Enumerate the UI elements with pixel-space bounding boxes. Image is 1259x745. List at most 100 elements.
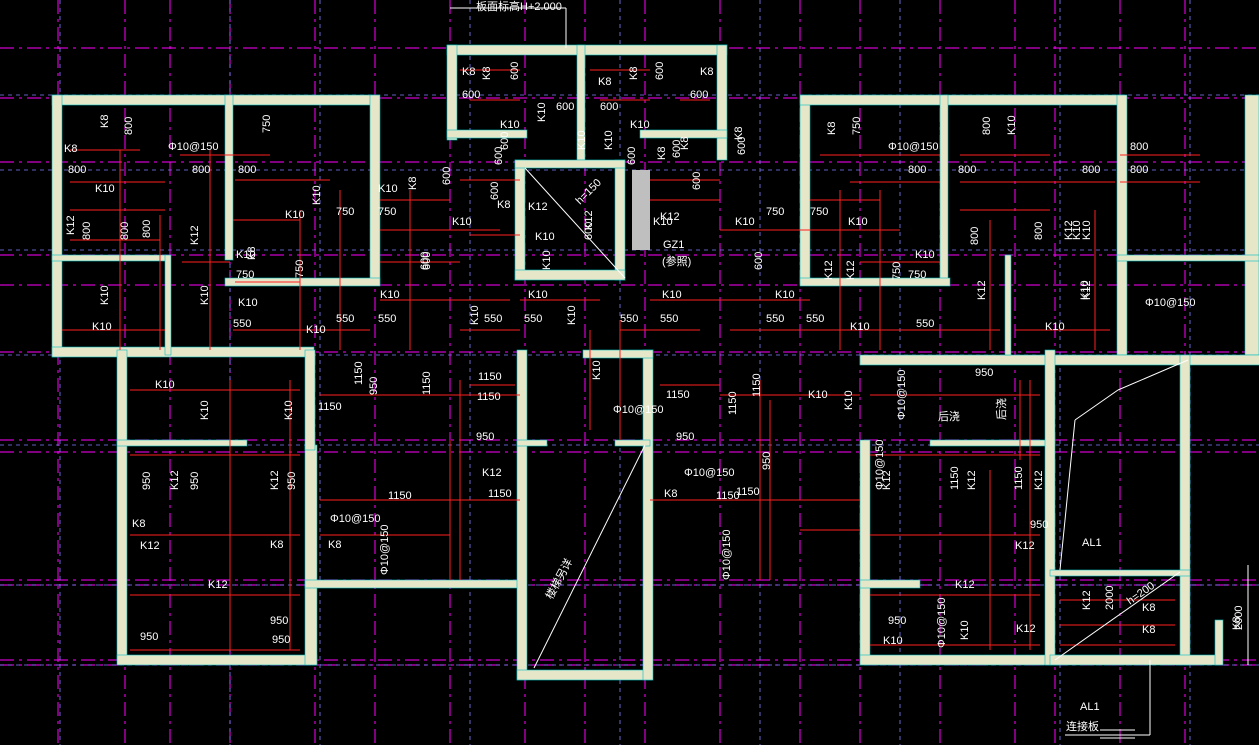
rebar-label: 950	[189, 472, 201, 490]
rebar-label: K8	[700, 66, 713, 78]
rebar-label: 950	[141, 472, 153, 490]
rebar-label: 750	[766, 206, 784, 218]
rebar-label: 600	[489, 182, 501, 200]
rebar-label: K12	[845, 260, 857, 280]
rebar-label: K10	[99, 285, 111, 305]
rebar-label: K10	[735, 216, 755, 228]
rebar-label: K8	[628, 67, 640, 80]
rebar-label: 600	[736, 137, 748, 155]
rebar-label: Φ10@150	[896, 369, 908, 420]
rebar-label: K8	[246, 247, 258, 260]
rebar-label: 600	[421, 252, 433, 270]
rebar-label: K10	[236, 249, 256, 261]
rebar-label: K10	[850, 321, 870, 333]
rebar-label: K10	[500, 119, 520, 131]
rebar-label: 800	[958, 164, 976, 176]
rebar-label: K8	[656, 147, 668, 160]
rebar-label: 1150	[727, 391, 739, 415]
rebar-label: K10	[469, 305, 481, 325]
rebar-label: K8	[328, 539, 341, 551]
rebar-label: K8	[598, 76, 611, 88]
rebar-label: 1150	[488, 488, 512, 500]
rebar-label: 1150	[353, 361, 365, 385]
rebar-label: 550	[336, 313, 354, 325]
rebar-label: K10	[653, 216, 673, 228]
rebar-label: K10	[528, 289, 548, 301]
rebar-label: 2000	[1104, 586, 1116, 610]
rebar-label: K12	[660, 211, 680, 223]
rebar-label: K10	[1071, 220, 1083, 240]
rebar-label: 600	[509, 62, 521, 80]
rebar-label: 后浇	[995, 398, 1008, 420]
rebar-label: K12	[823, 260, 835, 280]
rebar-label: Φ10@150	[1145, 297, 1196, 309]
rebar-label: K12	[976, 280, 988, 300]
rebar-label: K10	[843, 390, 855, 410]
rebar-label: 800	[908, 164, 926, 176]
walls	[51, 44, 1259, 681]
rebar-label: K10	[603, 130, 615, 150]
rebar-label: K12	[528, 201, 548, 213]
rebar-label: 550	[233, 318, 251, 330]
rebar-label: 1150	[666, 389, 690, 401]
rebar-label: 600	[441, 167, 453, 185]
rebar-label: K10	[378, 183, 398, 195]
rebar-label: 1150	[477, 391, 501, 403]
rebar-label: K8	[462, 66, 475, 78]
rebar-label: K10	[1006, 115, 1018, 135]
rebar-label: 1150	[751, 373, 763, 397]
rebar-label: K10	[848, 216, 868, 228]
rebar-label: 800	[192, 164, 210, 176]
rebar-label: Φ10@150	[379, 524, 391, 575]
rebar-label: K10	[591, 360, 603, 380]
al1-label-bottom: AL1	[1080, 701, 1100, 713]
rebar-label: K12	[583, 210, 595, 230]
rebar-label: K8	[132, 518, 145, 530]
rebar-label: 600	[493, 147, 505, 165]
rebar-label: K10	[199, 400, 211, 420]
rebar-label: K10	[238, 297, 258, 309]
rebar-label: 950	[761, 452, 773, 470]
rebar-label: K8	[497, 199, 510, 211]
rebar-label: K8	[481, 67, 493, 80]
rebar-label: 1150	[318, 401, 342, 413]
rebar-label: 950	[368, 377, 380, 395]
rebar-label: K8	[64, 143, 77, 155]
rebar-label: Φ10@150	[936, 597, 948, 648]
rebar-label: K10	[1079, 280, 1091, 300]
rebar-label: K10	[566, 305, 578, 325]
rebar-label: K10	[283, 400, 295, 420]
rebar-label: K12	[881, 470, 893, 490]
rebar-label: 800	[969, 227, 981, 245]
rebar-label: K8	[679, 137, 691, 150]
rebar-label: K10	[536, 102, 548, 122]
rebar-label: 1150	[388, 490, 412, 502]
rebar-label: 950	[1030, 519, 1048, 531]
rebar-label: Φ10@150	[888, 141, 939, 153]
rebar-label: K10	[915, 249, 935, 261]
rebar-label: 800	[981, 117, 993, 135]
rebar-label: K8	[1142, 624, 1155, 636]
rebar-label: 600	[671, 140, 683, 158]
rebar-label: 950	[270, 615, 288, 627]
dim-2000-label: 2000	[1233, 606, 1245, 630]
rebar-label: K10	[1045, 321, 1065, 333]
rebar-label: K12	[1033, 470, 1045, 490]
rebar-label: 800	[68, 164, 86, 176]
rebar-label: Φ10@150	[168, 141, 219, 153]
rebar-label: 550	[524, 313, 542, 325]
rebar-label: K10	[199, 285, 211, 305]
rebar-label: 950	[272, 634, 290, 646]
rebar-label: K12	[966, 470, 978, 490]
rebar-label: 800	[1082, 164, 1100, 176]
rebar-marks	[62, 69, 1200, 651]
rebar-label: 600	[419, 252, 431, 270]
rebar-label: 800	[141, 220, 153, 238]
rebar-label: K10	[380, 289, 400, 301]
rebar-label: K10	[959, 620, 971, 640]
rebar-label: 600	[691, 172, 703, 190]
rebar-label: K10	[1081, 220, 1093, 240]
